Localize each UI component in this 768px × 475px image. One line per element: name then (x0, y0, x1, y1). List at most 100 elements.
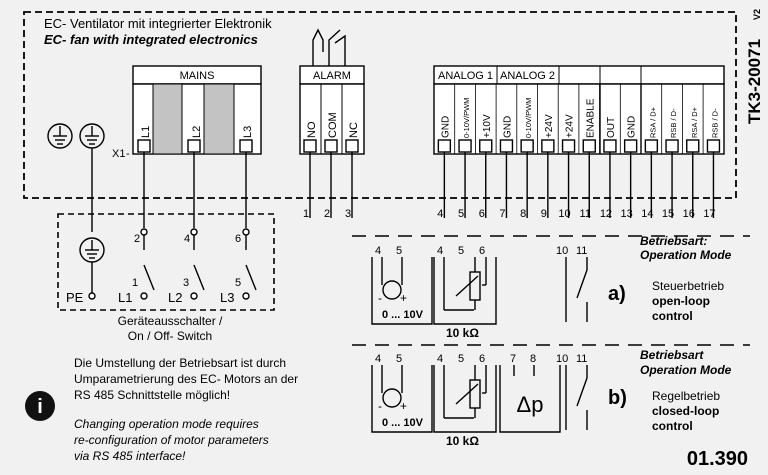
terminal-square (623, 139, 638, 153)
title-en: EC- fan with integrated electronics (44, 32, 258, 47)
analog2-header: ANALOG 2 (500, 70, 555, 82)
mode-b-header-de: Betriebsart (640, 348, 704, 362)
svg-text:+: + (400, 399, 407, 413)
svg-text:5: 5 (396, 353, 402, 365)
terminal-label: ENABLE (585, 98, 596, 138)
switch-label-l1: L1 (118, 290, 132, 305)
mode-a-desc-en-1: open-loop (652, 294, 710, 308)
terminal-square (499, 139, 514, 153)
pot-value-a: 10 kΩ (446, 326, 479, 340)
info-de-3: RS 485 Schnittstelle möglich! (74, 388, 230, 402)
terminal-number: 8 (520, 208, 526, 220)
switch-top-6: 6 (235, 233, 241, 245)
svg-text:4: 4 (375, 353, 381, 365)
terminal-square (686, 139, 700, 153)
terminal-square (479, 139, 493, 153)
terminal-number: 9 (541, 208, 547, 220)
title-de: EC- Ventilator mit integrierter Elektron… (44, 16, 272, 31)
terminal-number: 7 (499, 208, 505, 220)
terminal-number: 14 (641, 208, 653, 220)
connector-label-x1: X1 (112, 148, 125, 160)
info-en-3: via RS 485 interface! (74, 449, 186, 463)
mode-b-desc-de: Regelbetrieb (652, 389, 720, 403)
part-number: TK3-20071 (745, 39, 764, 124)
terminal-number: 15 (662, 208, 674, 220)
svg-text:10: 10 (556, 353, 568, 365)
document-number: 01.390 (687, 448, 748, 470)
mode-a-desc-de: Steuerbetrieb (652, 279, 724, 293)
terminal-label: GND (627, 116, 638, 138)
ground-icon-2 (79, 123, 105, 149)
svg-text:11: 11 (576, 353, 587, 365)
terminal-square (520, 139, 534, 153)
terminal-label: RSB / D- (710, 108, 719, 138)
mode-a-desc-en-2: control (652, 309, 693, 323)
terminal-num-1: 1 (303, 208, 309, 220)
mains-label-l3: L3 (242, 126, 254, 138)
svg-text:6: 6 (479, 353, 485, 365)
svg-text:-: - (378, 399, 382, 413)
switch-contacts (140, 228, 257, 300)
switch-caption-en: On / Off- Switch (128, 329, 212, 343)
pressure-sensor-label: Δp (517, 392, 544, 417)
alarm-label-no: NO (306, 121, 318, 138)
terminal-number: 6 (479, 208, 485, 220)
terminal-number: 4 (437, 208, 443, 220)
svg-text:10: 10 (556, 245, 568, 257)
switch-label-l2: L2 (168, 290, 182, 305)
pressure-sensor-box (499, 365, 561, 433)
voltage-source-box (371, 365, 433, 433)
info-en-1: Changing operation mode requires (74, 417, 259, 431)
part-version: V2 (752, 9, 762, 20)
potentiometer-box (433, 365, 497, 433)
terminal-label: GND (502, 116, 513, 138)
mains-label-l1: L1 (140, 126, 152, 138)
terminal-square (437, 139, 452, 153)
ground-icon-1 (47, 123, 73, 149)
svg-text:4: 4 (437, 353, 443, 365)
mode-b-desc-en-1: closed-loop (652, 404, 719, 418)
svg-text:-: - (378, 291, 382, 305)
alarm-label-com: COM (327, 112, 339, 138)
svg-text:11: 11 (576, 245, 587, 257)
terminal-square (582, 139, 596, 153)
terminal-square (561, 139, 576, 153)
terminal-number: 13 (621, 208, 633, 220)
terminal-label: +24V (544, 114, 555, 138)
mains-label-l2: L2 (191, 126, 203, 138)
pe-ground-icon (79, 237, 105, 263)
terminal-square (603, 139, 617, 153)
switch-label-l3: L3 (220, 290, 234, 305)
svg-text:6: 6 (479, 245, 485, 257)
terminal-label: RSA / D+ (690, 106, 699, 138)
potentiometer-box (433, 257, 497, 325)
svg-text:4: 4 (437, 245, 443, 257)
terminal-square (137, 139, 151, 153)
voltage-source-icon (382, 280, 402, 300)
voltage-range-a: 0 ... 10V (382, 309, 424, 321)
mains-header: MAINS (180, 70, 215, 82)
terminal-number: 16 (683, 208, 695, 220)
svg-text:+: + (400, 291, 407, 305)
terminal-square (706, 139, 721, 153)
terminal-number: 12 (600, 208, 612, 220)
terminal-square (458, 139, 472, 153)
svg-text:5: 5 (458, 245, 464, 257)
terminal-label: GND (440, 116, 451, 138)
potentiometer-icon (443, 257, 487, 311)
svg-text:-: - (126, 148, 130, 160)
terminal-number: 10 (558, 208, 570, 220)
info-icon: i (25, 391, 55, 421)
switch-label-pe: PE (66, 290, 84, 305)
analog1-header: ANALOG 1 (438, 70, 493, 82)
mode-a-header-en: Operation Mode (640, 248, 732, 262)
terminal-number: 11 (580, 208, 591, 220)
enable-switch-icon (565, 257, 588, 322)
terminal-label: 0-10V/PWM (462, 98, 471, 138)
svg-text:7: 7 (510, 353, 516, 365)
switch-bottom-3: 3 (183, 277, 189, 289)
svg-text:5: 5 (396, 245, 402, 257)
enable-switch-icon (565, 365, 588, 430)
